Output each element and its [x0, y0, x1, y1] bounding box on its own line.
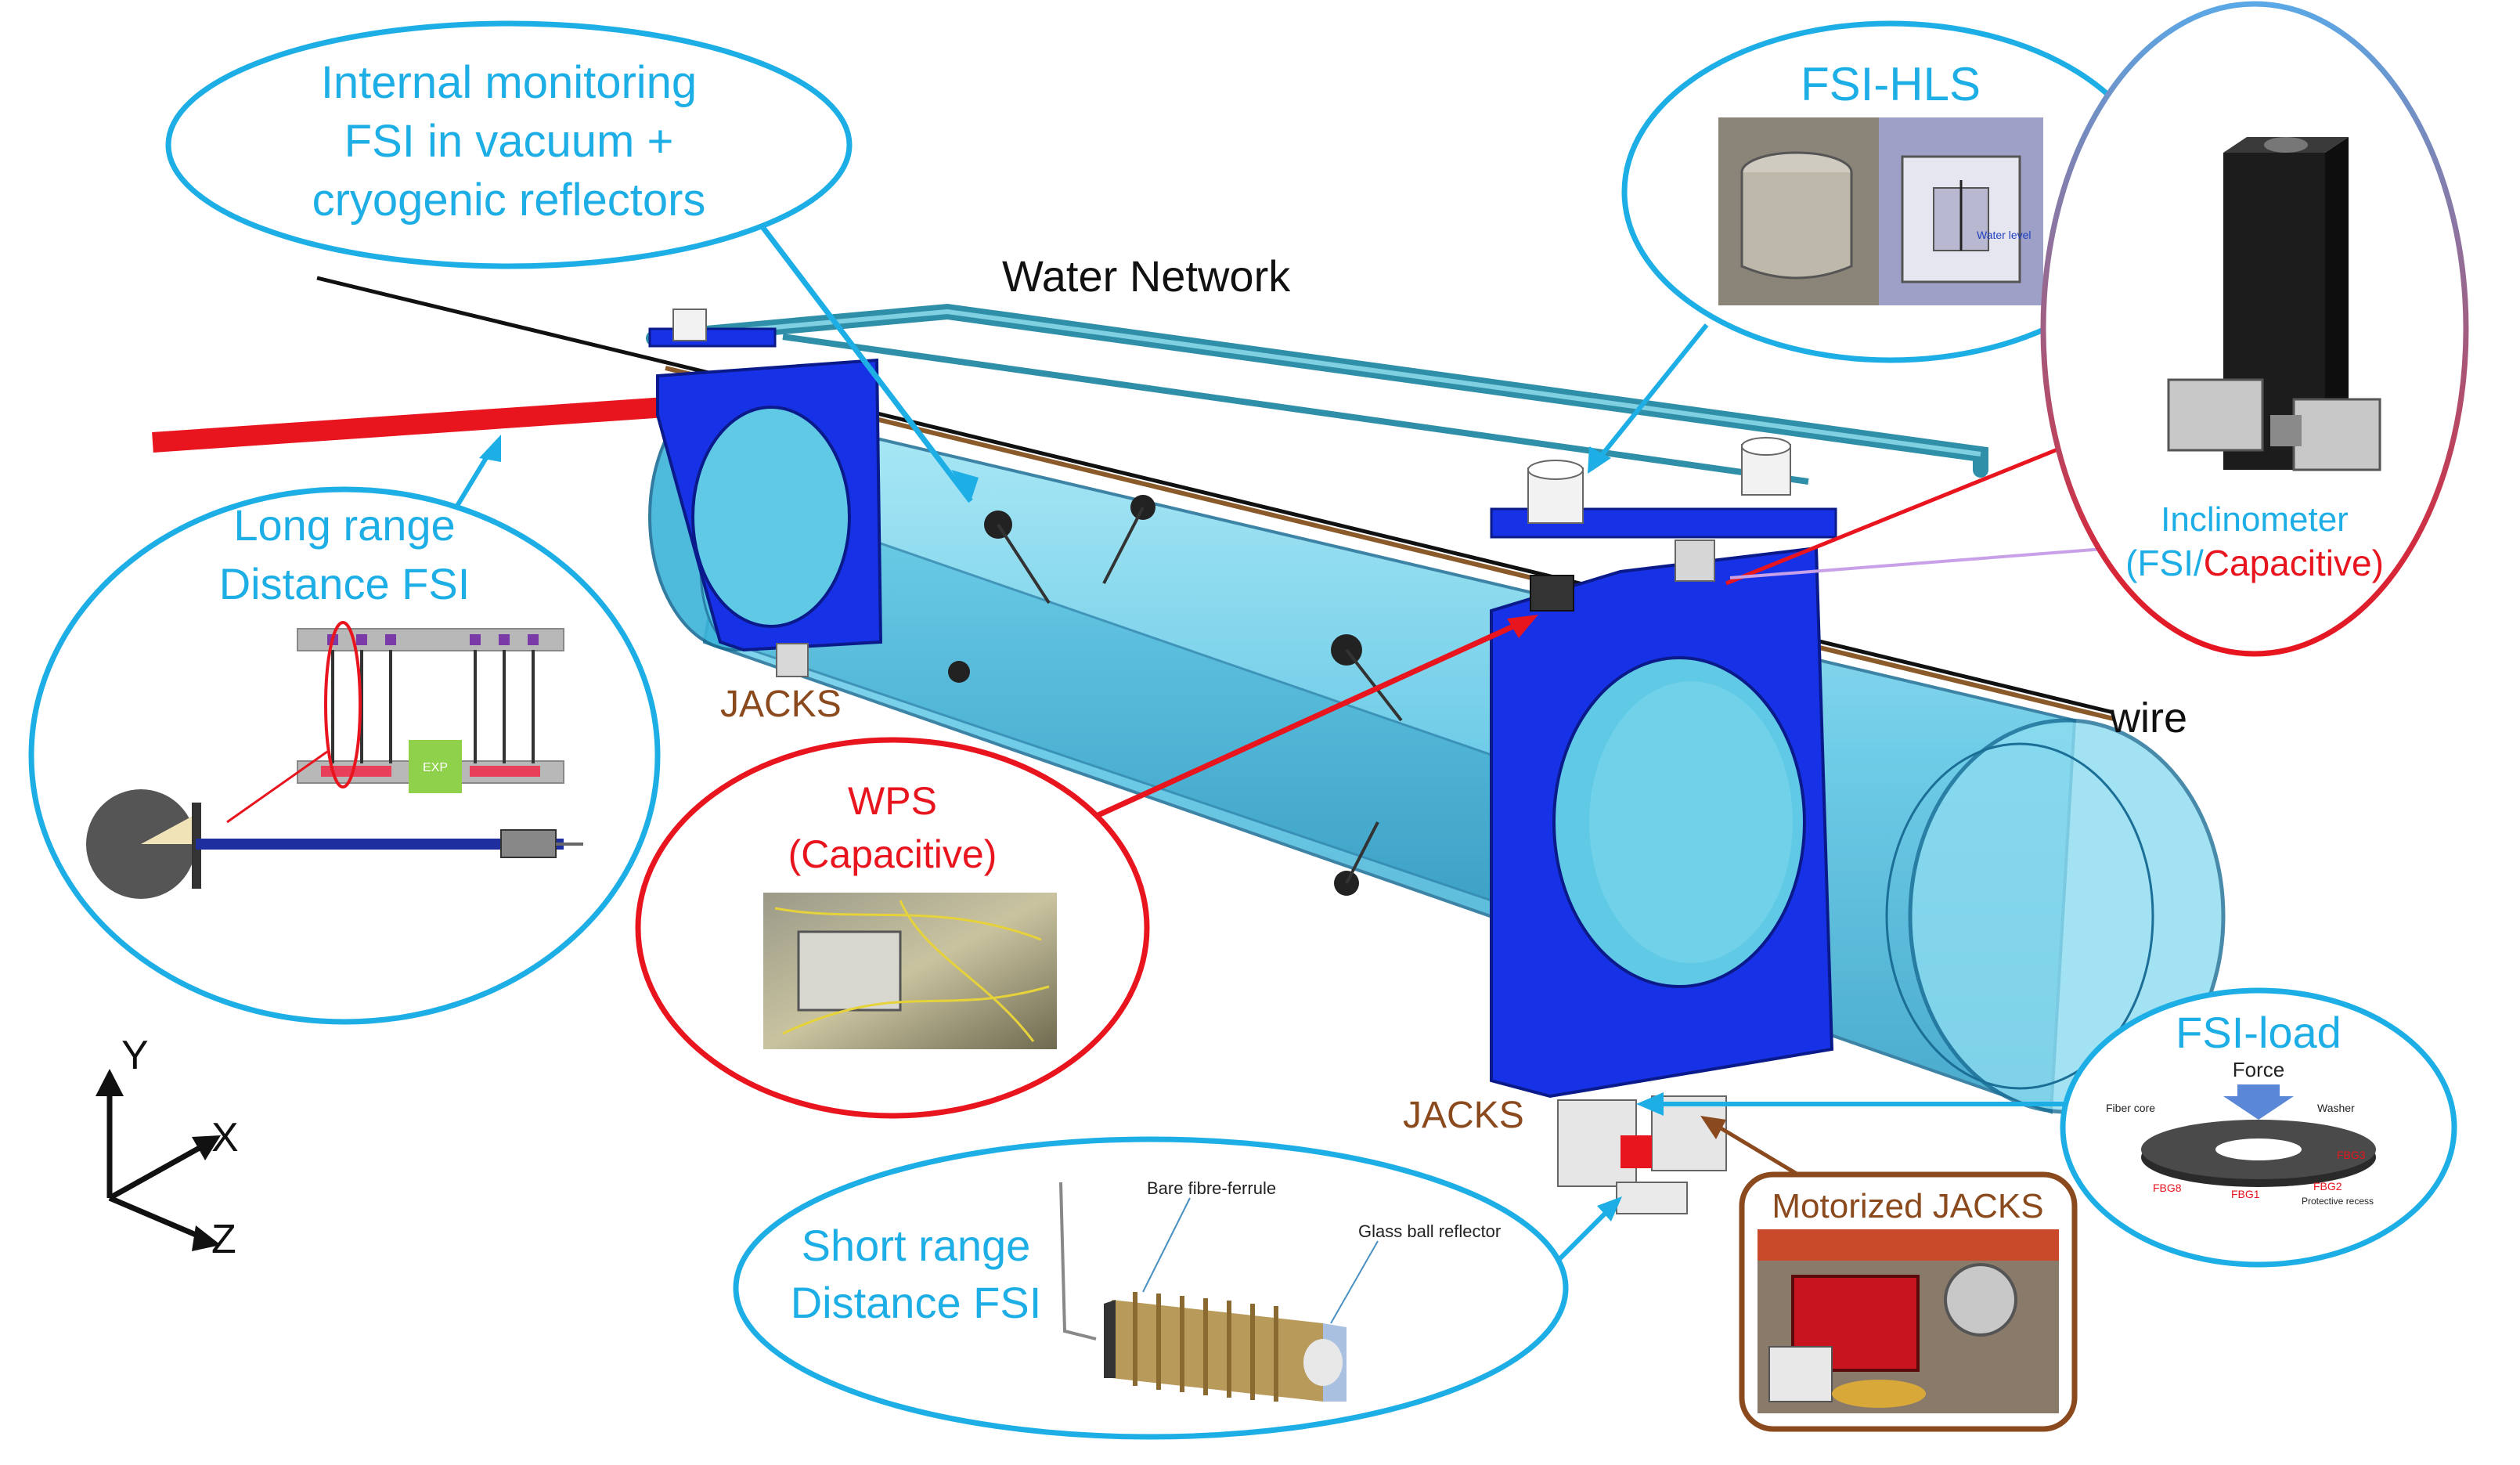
callout-short-range: Short range Distance FSI Bare fibre-ferr…	[733, 1136, 1569, 1440]
support-right	[1490, 437, 1837, 1214]
callout-wps: WPS (Capacitive)	[635, 737, 1150, 1119]
wire-label: wire	[2109, 695, 2187, 742]
wps-line-2: (Capacitive)	[788, 832, 997, 876]
callout-internal-monitoring: Internal monitoring FSI in vacuum + cryo…	[165, 20, 853, 269]
connector-inclinometer	[1725, 424, 2114, 586]
internal-line-1: Internal monitoring	[321, 57, 697, 108]
inclinometer-label: Inclinometer	[2161, 500, 2349, 539]
jacks-label-right: JACKS	[1403, 1095, 1524, 1136]
exp-label: EXP	[423, 761, 448, 774]
connector-internal	[734, 189, 973, 503]
connector-wps	[1055, 615, 1532, 837]
callout-long-range: Long range Distance FSI EXP	[28, 486, 661, 1025]
water-network-label: Water Network	[1002, 251, 1291, 301]
fbg2-label: FBG2	[2313, 1180, 2342, 1193]
connector-fsi-hls	[1591, 323, 1709, 467]
motorized-title: Motorized JACKS	[1772, 1187, 2043, 1225]
ferrule	[1104, 1292, 1347, 1402]
fbg3-label: FBG3	[2337, 1149, 2366, 1161]
wps-line-1: WPS	[848, 779, 937, 823]
fsi-red-beam	[152, 397, 666, 453]
force-label: Force	[2233, 1058, 2284, 1081]
fbg8-label: FBG8	[2153, 1182, 2182, 1194]
callout-fsi-hls: FSI-HLS Water level	[1621, 20, 2160, 363]
long-range-line-2: Distance FSI	[219, 559, 470, 608]
axis-x-label: X	[211, 1115, 239, 1160]
short-range-line-2: Distance FSI	[791, 1278, 1042, 1327]
recess-label: Protective recess	[2302, 1196, 2374, 1207]
long-range-line-1: Long range	[233, 500, 455, 550]
bare-fibre-label: Bare fibre-ferrule	[1147, 1178, 1276, 1198]
jacks-label-left: JACKS	[720, 684, 842, 725]
inclinometer-sub: (FSI/Capacitive)	[2125, 543, 2384, 583]
fbg1-label: FBG1	[2231, 1188, 2260, 1200]
axes-triad	[96, 1069, 221, 1251]
force-arrow	[2223, 1084, 2294, 1120]
washer-label: Washer	[2317, 1102, 2355, 1114]
wire-brown	[665, 366, 2114, 721]
fsi-hls-title: FSI-HLS	[1801, 58, 1981, 110]
callout-inclinometer: Inclinometer (FSI/Capacitive)	[2040, 1, 2469, 657]
water-level-label: Water level	[1977, 229, 2032, 241]
callout-fsi-load: FSI-load Force Fiber core Washer FBG3 FB…	[2060, 987, 2457, 1268]
fiber-core-label: Fiber core	[2106, 1102, 2155, 1114]
axis-z-label: Z	[211, 1217, 236, 1262]
short-range-line-1: Short range	[802, 1221, 1031, 1270]
support-left	[648, 309, 883, 677]
callout-motorized-jacks: Motorized JACKS	[1739, 1171, 2078, 1432]
fsi-load-title: FSI-load	[2176, 1008, 2342, 1057]
internal-line-3: cryogenic reflectors	[312, 175, 706, 226]
axis-y-label: Y	[121, 1033, 149, 1078]
glass-ball-label: Glass ball reflector	[1358, 1221, 1501, 1241]
internal-line-2: FSI in vacuum +	[344, 116, 674, 167]
